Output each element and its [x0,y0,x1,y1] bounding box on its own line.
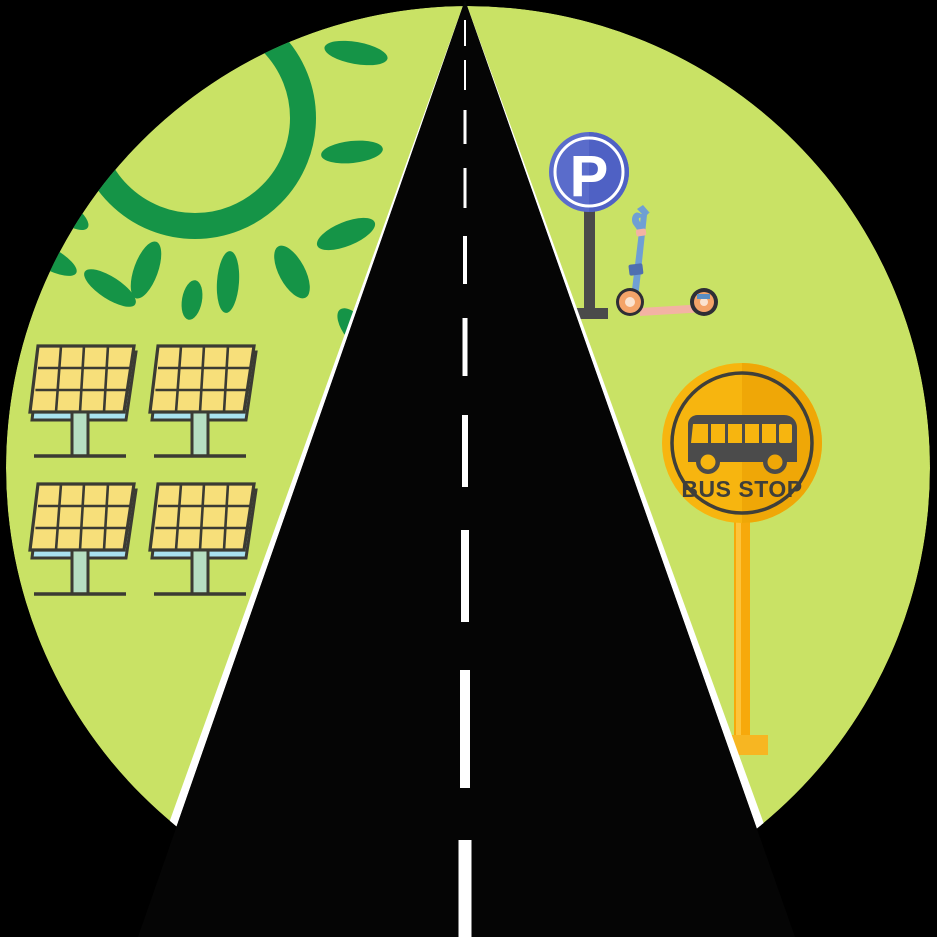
road-center-dash [463,236,467,284]
parking-sign-base [571,308,608,319]
parking-sign-group[interactable]: P [549,132,629,319]
road-center-dash [460,670,470,788]
road-edge-line-left [128,6,465,930]
road-center-dash [458,840,472,937]
bus-windows [691,424,792,443]
scooter-front-hub [625,297,635,307]
sun-ray-icon [321,140,383,164]
scooter-deck [640,304,706,316]
sun-ray-icon [130,241,162,299]
scooter-stem-accent [635,228,647,237]
bus-stop-sign-group[interactable]: BUS STOP [662,363,822,755]
scooter-rear-hub [700,298,708,306]
parking-sign-ring [553,136,625,208]
sun-ray-icon [324,40,388,66]
solar-panel [28,344,138,458]
scooter-stem [631,215,647,299]
road-center-dash [463,168,467,208]
bus-icon [688,415,797,474]
scooter-handlebar-grip [637,205,649,216]
sun-ray-icon [316,217,376,251]
sun-ray-icon [274,245,310,299]
parking-sign-disc-shade [589,132,629,212]
road-center-dash [464,20,466,46]
road-edge-line-right [465,6,805,930]
scooter-stem-collar [628,263,644,276]
solar-panel [148,344,258,458]
road-center-dashes [458,20,472,937]
electric-scooter-group[interactable] [616,205,718,316]
sun-ray-icon [216,251,240,313]
bus-rear-hub [767,454,783,470]
scooter-rear-mudguard [697,294,710,299]
bus-stop-disc-shade [742,363,822,523]
sun-ray-icon [181,280,203,320]
scooter-handlebar [631,212,650,231]
road-center-dash [463,110,467,144]
road-center-dash [464,60,466,90]
bus-stop-pole-highlight [736,505,741,745]
parking-sign-post [584,205,595,315]
road-center-dash [462,415,468,487]
road-center-dash [461,530,469,622]
bus-front-hub [700,454,716,470]
road-center-dash [462,318,468,376]
bus-stop-label: BUS STOP [681,476,802,502]
solar-panel [148,482,258,596]
bus-stop-ring [670,371,814,515]
solar-panel [28,482,138,596]
parking-sign-letter: P [570,144,609,209]
sun-ray-icon [84,269,136,307]
solar-panel-array [28,344,258,596]
